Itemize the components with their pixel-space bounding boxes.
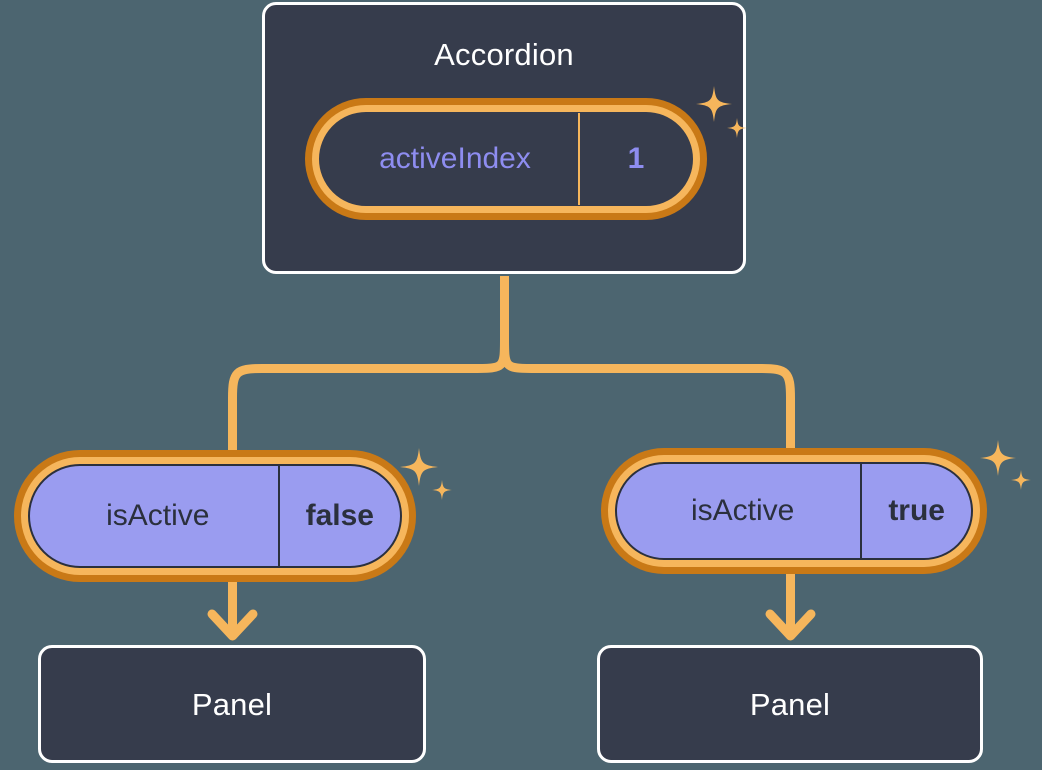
four-point-star-small-icon <box>432 480 452 500</box>
prop-value-label-right: true <box>888 494 945 527</box>
prop-pill-inner-ring-right: isActive true <box>608 455 980 567</box>
wire-branch-left <box>228 333 509 467</box>
arrow-head-left <box>207 609 258 641</box>
state-pill-active-index[interactable]: activeIndex 1 <box>305 98 707 220</box>
panel-title-right: Panel <box>749 686 831 722</box>
prop-pill-is-active-right[interactable]: isActive true <box>601 448 987 574</box>
prop-key-label-right: isActive <box>617 464 863 558</box>
wire-branch-right <box>500 333 795 465</box>
panel-title-left: Panel <box>191 686 273 722</box>
four-point-star-icon <box>980 440 1016 476</box>
prop-key-label-left: isActive <box>30 466 280 566</box>
state-value-label: 1 <box>627 142 645 175</box>
state-key-label: activeIndex <box>320 113 580 205</box>
four-point-star-small-icon <box>1011 470 1031 490</box>
accordion-title: Accordion <box>434 37 574 72</box>
panel-component-box-left[interactable]: Panel <box>38 645 426 763</box>
prop-pill-body-left: isActive false <box>28 464 402 568</box>
arrow-head-right <box>765 609 816 641</box>
prop-pill-is-active-left[interactable]: isActive false <box>14 450 416 582</box>
state-pill-body: activeIndex 1 <box>319 112 693 206</box>
prop-pill-inner-ring-left: isActive false <box>21 457 409 575</box>
panel-component-box-right[interactable]: Panel <box>597 645 983 763</box>
prop-value-label-left: false <box>305 499 374 532</box>
state-pill-inner-ring: activeIndex 1 <box>312 105 700 213</box>
prop-pill-body-right: isActive true <box>615 462 973 560</box>
sparkle-icon-right-pill <box>980 440 1031 490</box>
